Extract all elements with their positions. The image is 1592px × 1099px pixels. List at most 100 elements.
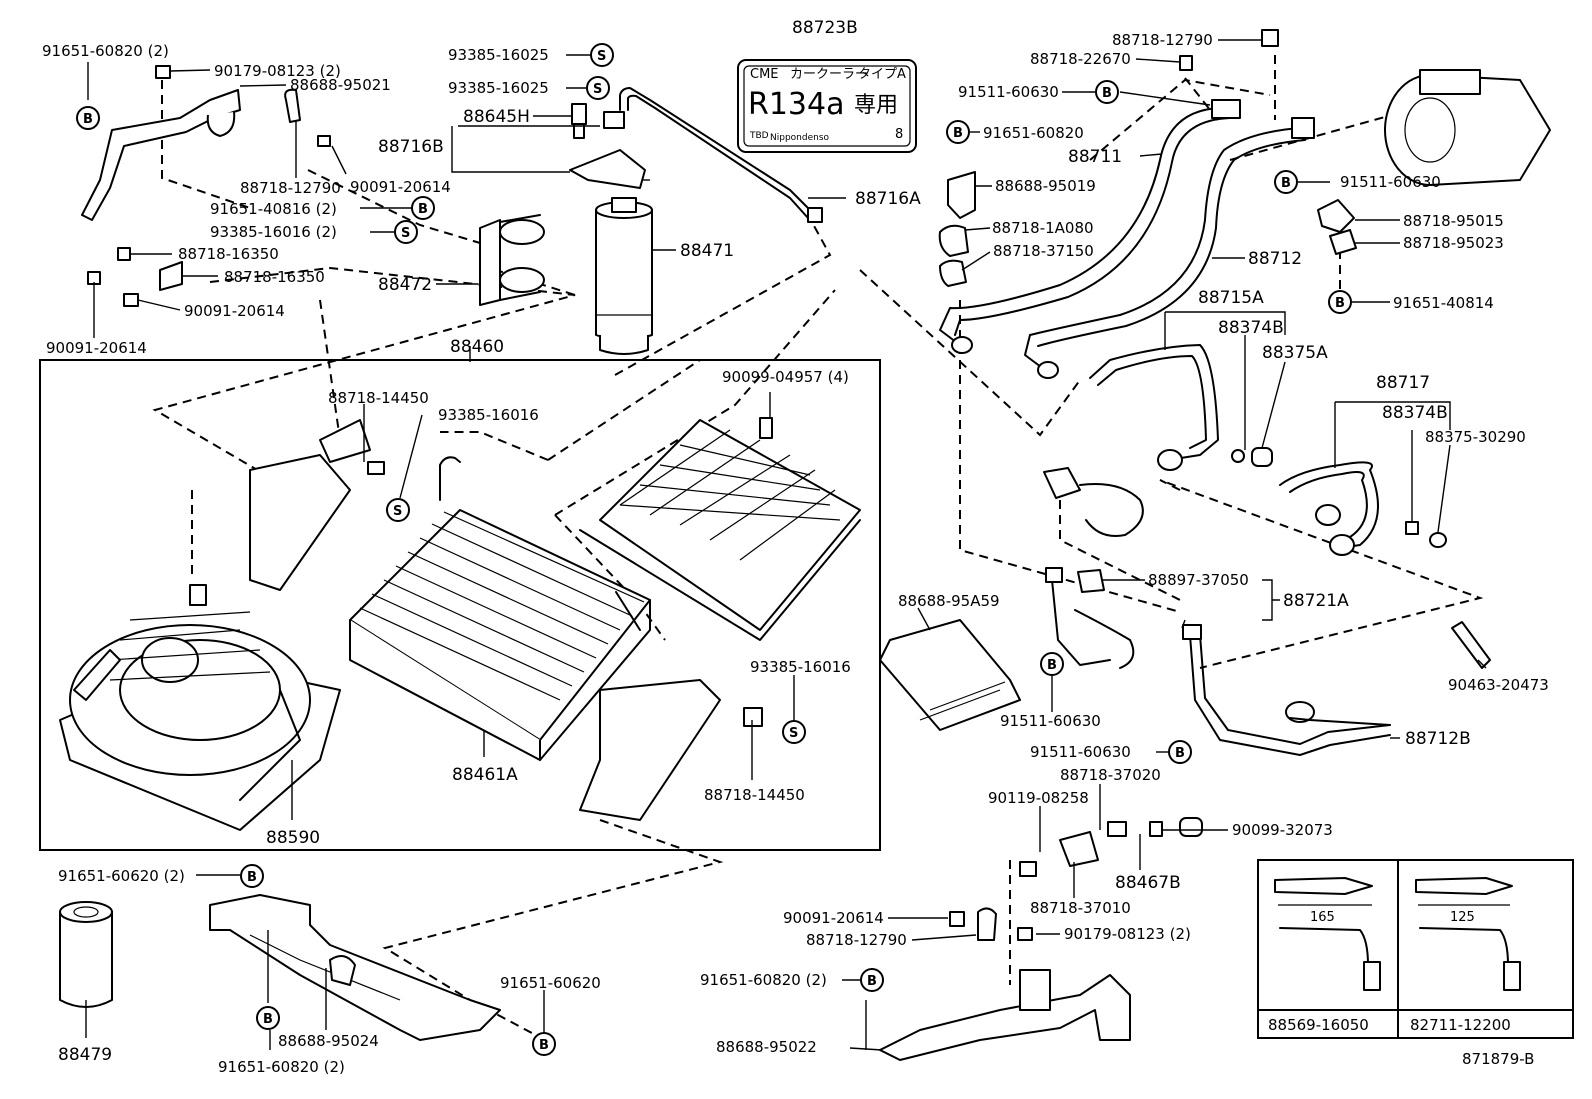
part-label-91651-60820: 91651-60820 bbox=[983, 124, 1084, 142]
svg-text:S: S bbox=[789, 726, 798, 741]
plate-footer-left: TBD bbox=[749, 131, 769, 141]
bolt-badge: B bbox=[256, 1006, 280, 1030]
part-label-88569-16050: 88569-16050 bbox=[1268, 1016, 1369, 1034]
leader-lines bbox=[85, 39, 1487, 1051]
part-label-88897-37050: 88897-37050 bbox=[1148, 571, 1249, 589]
bolt-badge: B bbox=[1168, 740, 1192, 764]
part-label-90091-20614: 90091-20614 bbox=[350, 178, 451, 196]
part-label-88688-95021: 88688-95021 bbox=[290, 76, 391, 94]
part-label-93385-16025: 93385-16025 bbox=[448, 46, 549, 64]
part-label-90463-20473: 90463-20473 bbox=[1448, 676, 1549, 694]
part-label-91651-60620: 91651-60620 (2) bbox=[58, 867, 185, 885]
part-label-90179-08123: 90179-08123 (2) bbox=[1064, 925, 1191, 943]
bolt-badge: B bbox=[1328, 290, 1352, 314]
part-label-91511-60630: 91511-60630 bbox=[1340, 173, 1441, 191]
part-label-88718-14450: 88718-14450 bbox=[328, 389, 429, 407]
bracket-88688-95021 bbox=[81, 65, 301, 221]
part-label-91651-60620: 91651-60620 bbox=[500, 974, 601, 992]
diagram-reference-number: 871879-B bbox=[1462, 1050, 1534, 1068]
part-label-91651-60820: 91651-60820 (2) bbox=[42, 42, 169, 60]
part-label-88471: 88471 bbox=[680, 241, 734, 261]
part-label-88479: 88479 bbox=[58, 1045, 112, 1065]
part-label-88688-95A59: 88688-95A59 bbox=[898, 592, 1000, 610]
hose-88715A bbox=[1089, 344, 1273, 471]
screw-badge: S bbox=[586, 76, 610, 100]
part-label-88590: 88590 bbox=[266, 828, 320, 848]
part-label-82711-12200: 82711-12200 bbox=[1410, 1016, 1511, 1034]
part-label-90179-08123: 90179-08123 (2) bbox=[214, 62, 341, 80]
receiver-88479 bbox=[59, 901, 113, 1008]
pipes-88721A bbox=[1043, 467, 1491, 756]
bolt-badge: B bbox=[1274, 170, 1298, 194]
plate-header-right: タイプA bbox=[858, 67, 906, 82]
part-label-88721A: 88721A bbox=[1283, 591, 1349, 611]
evaporator-unit-box bbox=[39, 359, 881, 851]
bolt-badge: B bbox=[1040, 652, 1064, 676]
part-label-88374B: 88374B bbox=[1218, 318, 1284, 338]
part-label-88712B: 88712B bbox=[1405, 729, 1471, 749]
bolt-badge: B bbox=[1095, 80, 1119, 104]
svg-text:B: B bbox=[1102, 86, 1112, 101]
part-label-88718-16350: 88718-16350 bbox=[178, 245, 279, 263]
part-label-88718-22670: 88718-22670 bbox=[1030, 50, 1131, 68]
part-label-88688-95022: 88688-95022 bbox=[716, 1038, 817, 1056]
part-label-88718-12790: 88718-12790 bbox=[1112, 31, 1213, 49]
part-label-90099-04957: 90099-04957 (4) bbox=[722, 368, 849, 386]
part-label-88375A: 88375A bbox=[1262, 343, 1328, 363]
plate-footer-right: 8 bbox=[895, 127, 903, 142]
svg-text:B: B bbox=[418, 202, 428, 217]
inset-dim-left: 165 bbox=[1310, 910, 1335, 925]
plate-header-mid: カークーラー bbox=[790, 67, 868, 82]
part-label-88718-1A080: 88718-1A080 bbox=[992, 219, 1094, 237]
part-label-88717: 88717 bbox=[1376, 373, 1430, 393]
clips-lower-right bbox=[1019, 817, 1203, 877]
part-label-88472: 88472 bbox=[378, 275, 432, 295]
bracket-88688-95024 bbox=[209, 894, 501, 1041]
part-label-88718-14450: 88718-14450 bbox=[704, 786, 805, 804]
plate-header-left: CME bbox=[750, 67, 779, 82]
svg-text:B: B bbox=[1047, 658, 1057, 673]
part-label-88711: 88711 bbox=[1068, 147, 1122, 167]
svg-text:B: B bbox=[1281, 176, 1291, 191]
svg-text:B: B bbox=[1175, 746, 1185, 761]
bolt-badge: B bbox=[946, 120, 970, 144]
bolt-badge: B bbox=[411, 196, 435, 220]
bracket-clamps-88472 bbox=[479, 214, 545, 306]
part-label-93385-16016: 93385-16016 bbox=[750, 658, 851, 676]
svg-text:B: B bbox=[867, 974, 877, 989]
screw-badge: S bbox=[386, 498, 410, 522]
svg-text:B: B bbox=[1335, 296, 1345, 311]
part-label-88716A: 88716A bbox=[855, 189, 921, 209]
clamps-right-upper bbox=[938, 29, 1357, 287]
part-label-88715A: 88715A bbox=[1198, 288, 1264, 308]
part-label-90099-32073: 90099-32073 bbox=[1232, 821, 1333, 839]
part-label-88460: 88460 bbox=[450, 337, 504, 357]
svg-text:B: B bbox=[263, 1012, 273, 1027]
svg-text:S: S bbox=[597, 49, 606, 64]
screw-badge: S bbox=[590, 43, 614, 67]
badges: B B S S S S S B B B B B B B B B B bbox=[76, 43, 1352, 1056]
svg-text:B: B bbox=[953, 126, 963, 141]
evaporator-cover bbox=[579, 419, 861, 641]
svg-text:B: B bbox=[83, 112, 93, 127]
plate-refrigerant-suffix: 専用 bbox=[854, 93, 898, 118]
part-label-88723B: 88723B bbox=[792, 18, 858, 38]
part-label-88718-12790: 88718-12790 bbox=[806, 931, 907, 949]
bracket-88688-95A59 bbox=[879, 619, 1021, 731]
part-label-88718-95015: 88718-95015 bbox=[1403, 212, 1504, 230]
inset-box bbox=[1257, 859, 1574, 1039]
screw-badge: S bbox=[394, 220, 418, 244]
svg-text:S: S bbox=[401, 226, 410, 241]
part-label-88375-30290: 88375-30290 bbox=[1425, 428, 1526, 446]
part-label-90091-20614: 90091-20614 bbox=[184, 302, 285, 320]
part-label-88712: 88712 bbox=[1248, 249, 1302, 269]
hose-88712 bbox=[1024, 117, 1315, 379]
part-label-93385-16016: 93385-16016 bbox=[438, 406, 539, 424]
blower-assembly-88590 bbox=[59, 584, 341, 831]
bolt-badge: B bbox=[532, 1032, 556, 1056]
part-label-90119-08258: 90119-08258 bbox=[988, 789, 1089, 807]
part-label-88718-37150: 88718-37150 bbox=[993, 242, 1094, 260]
part-labels: 88723B 88718-12790 88718-22670 91511-606… bbox=[42, 18, 1549, 1076]
part-label-88718-12790: 88718-12790 bbox=[240, 179, 341, 197]
